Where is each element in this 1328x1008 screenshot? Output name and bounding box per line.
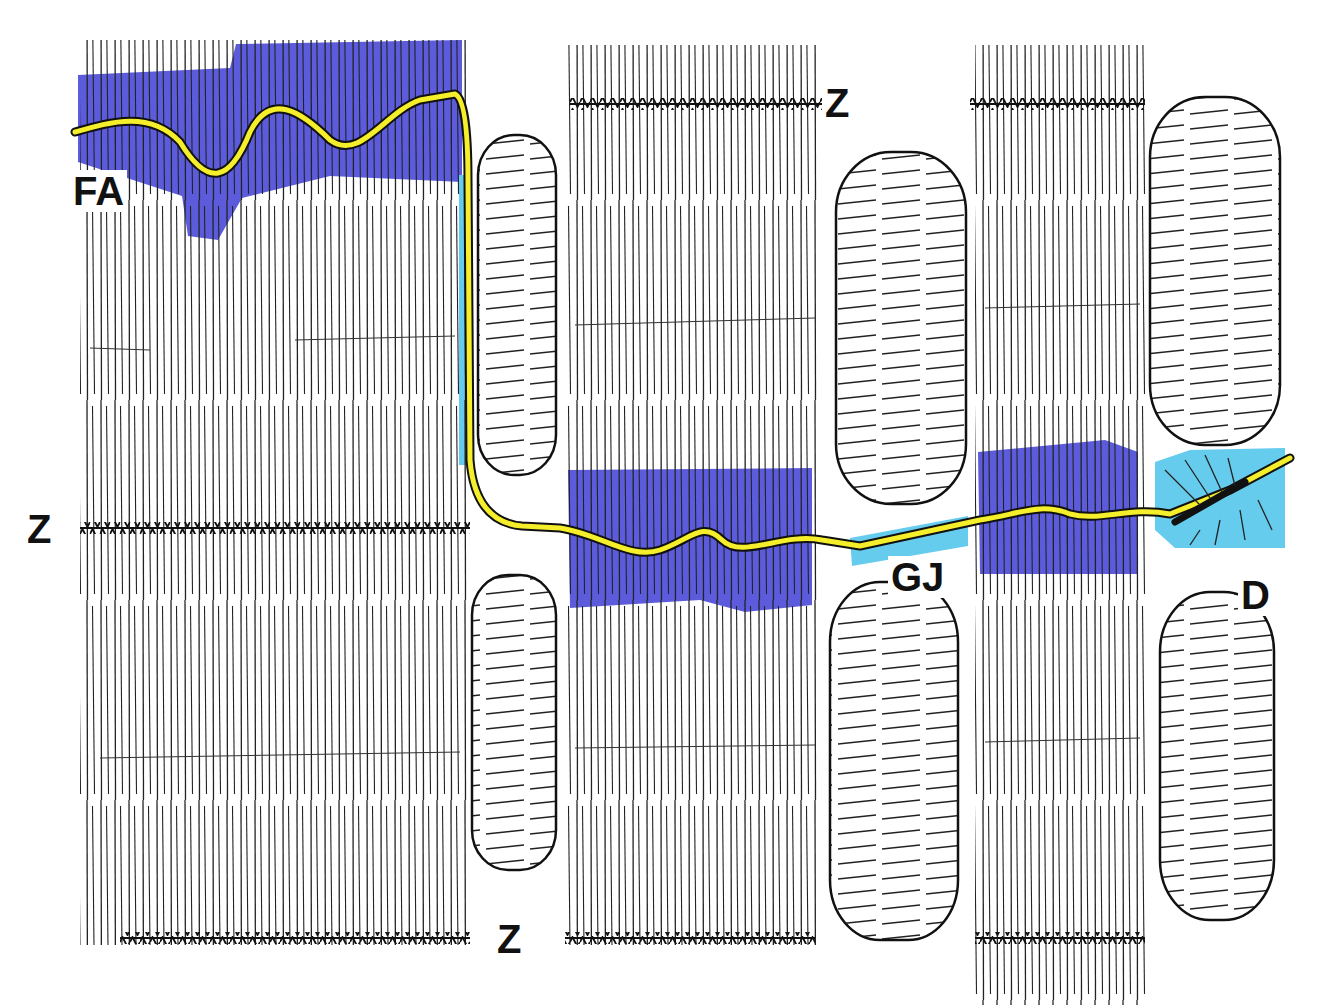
structure-label: FA	[70, 170, 127, 212]
structure-label: GJ	[888, 556, 947, 598]
structure-label: Z	[24, 508, 54, 550]
structure-label: Z	[494, 918, 524, 960]
structure-label: D	[1238, 574, 1273, 616]
mitochondrion	[472, 97, 1280, 940]
desmosome-filaments	[1165, 455, 1272, 545]
structure-label: Z	[822, 82, 852, 124]
cell-membrane	[75, 94, 1290, 552]
